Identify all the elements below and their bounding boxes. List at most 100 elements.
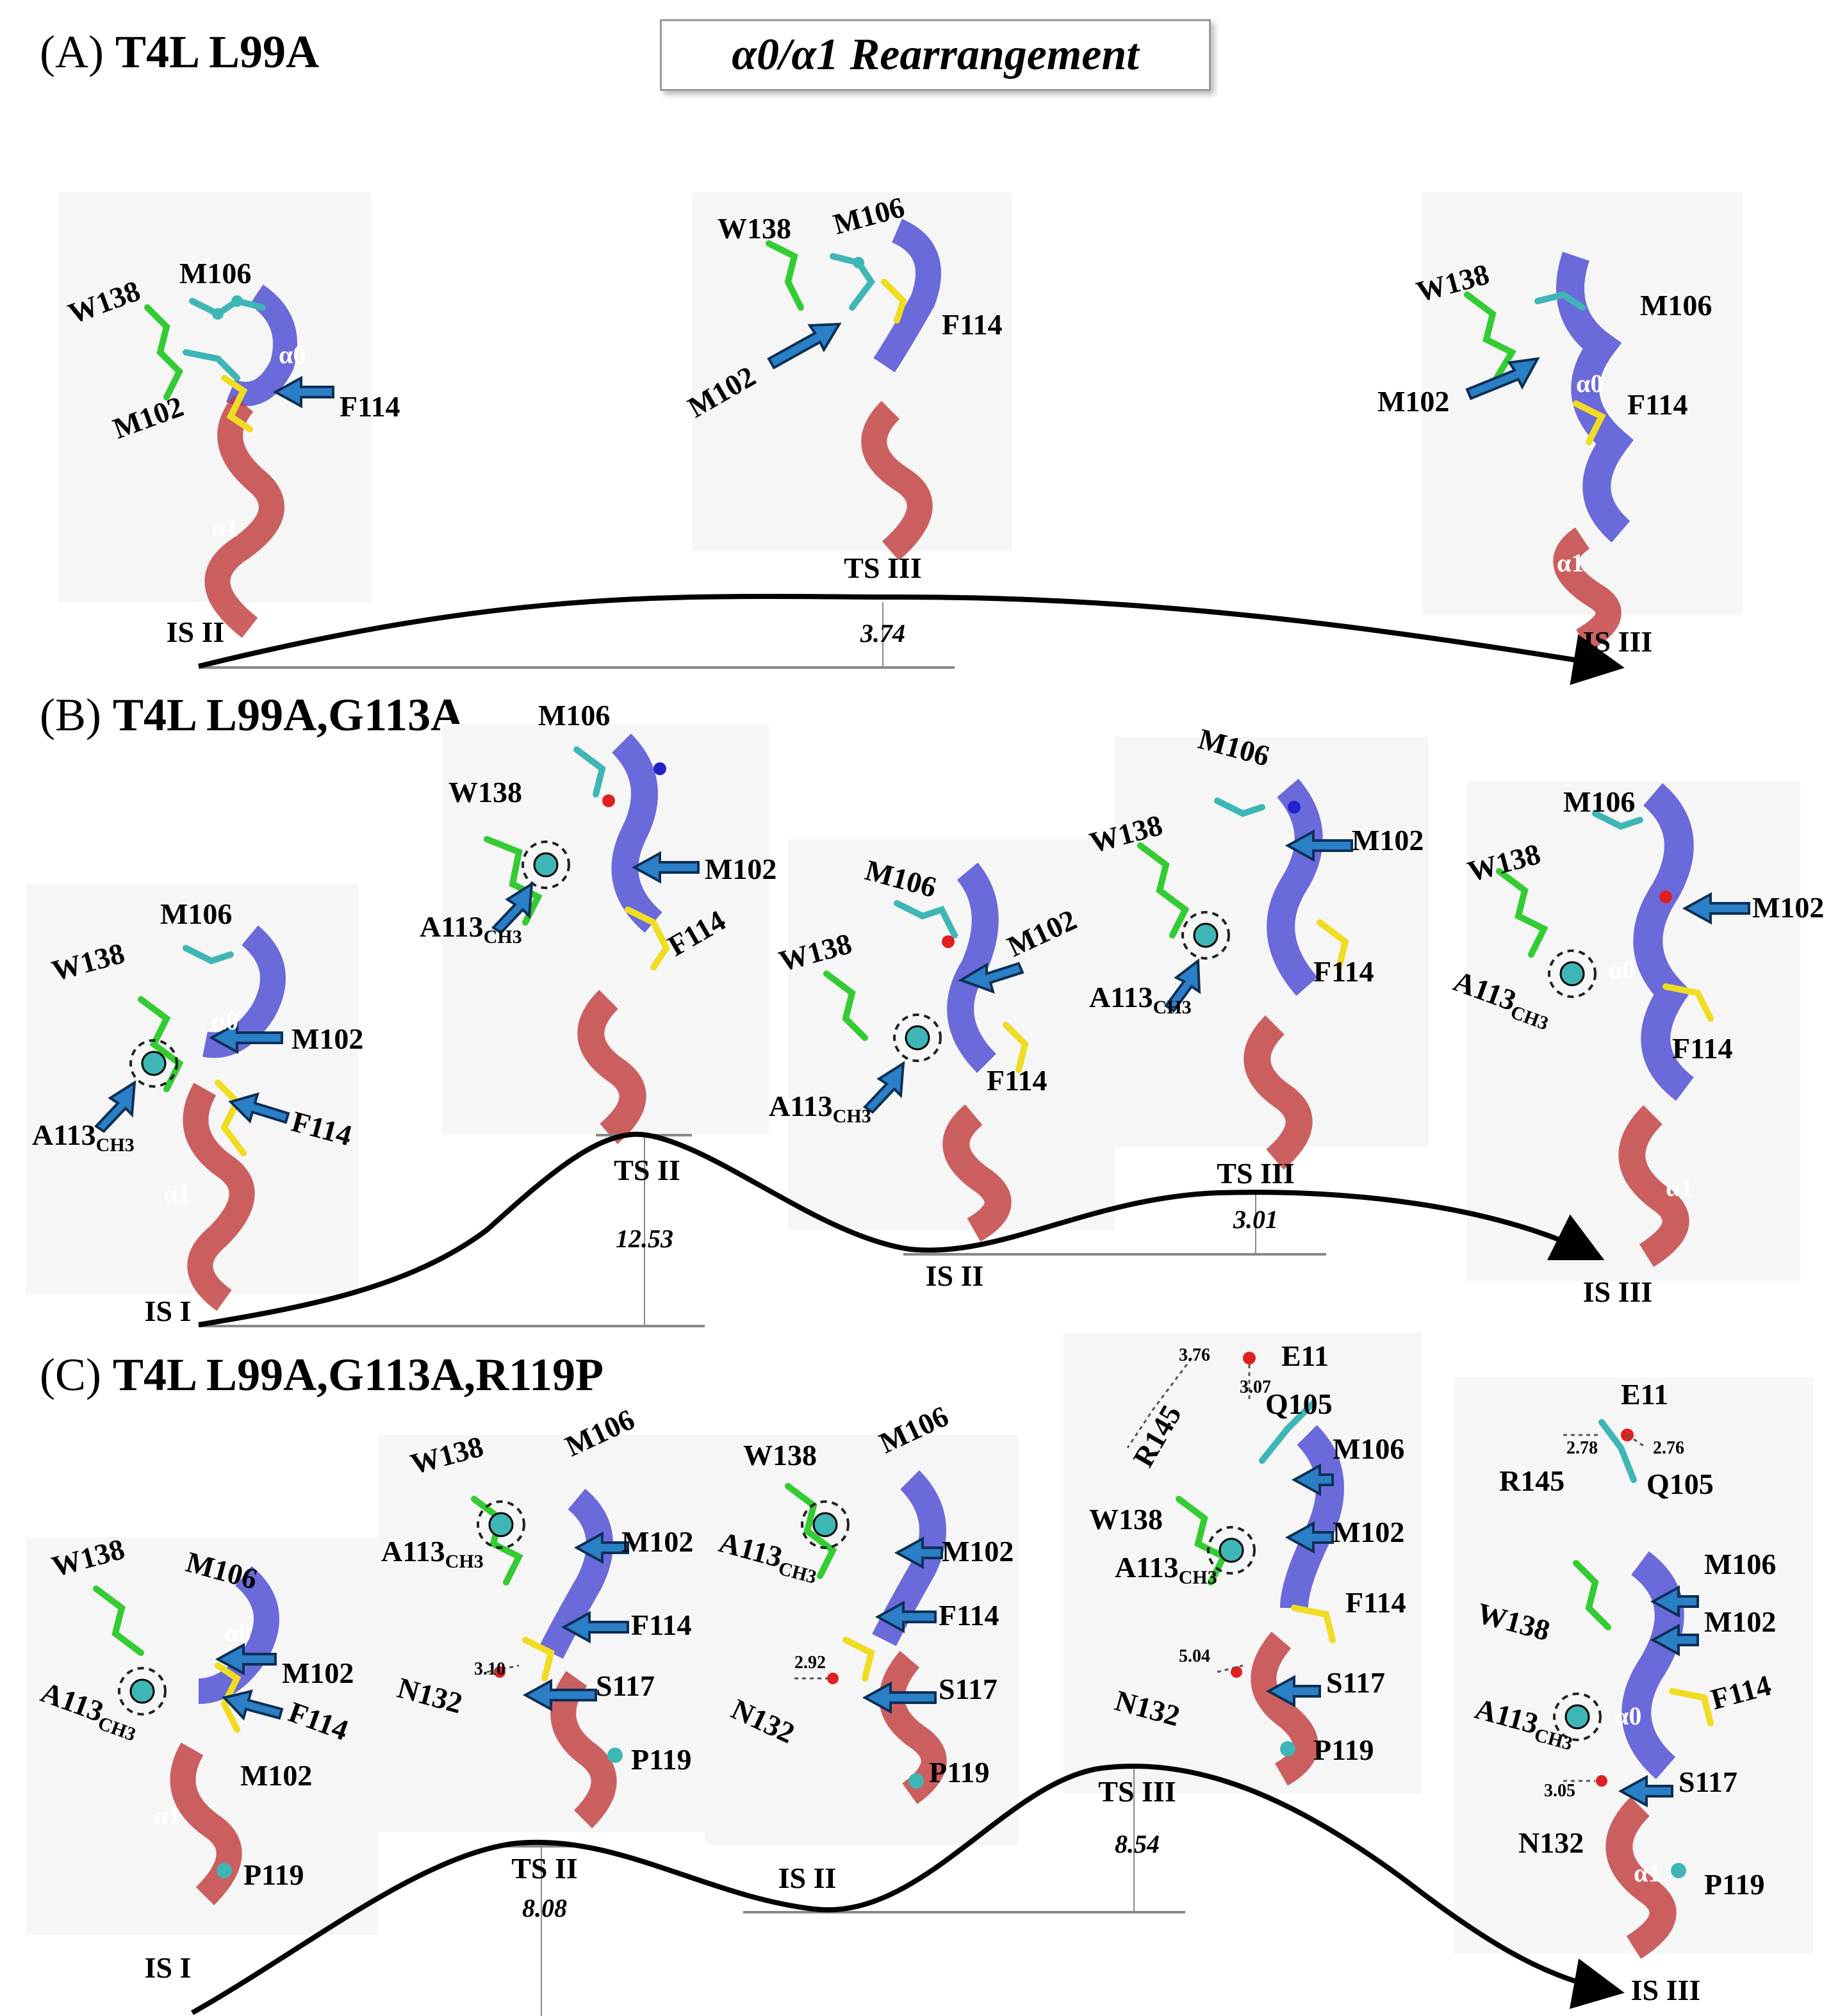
b-state-is1: IS I: [144, 1295, 192, 1327]
a-barrier-ts3: 3.74: [860, 619, 905, 648]
b-barrier-ts3: 3.01: [1233, 1205, 1278, 1234]
panel-a-name: T4L L99A: [115, 26, 320, 78]
b-is1-alpha1: α1: [163, 1179, 191, 1208]
c-ts2-dist: 3.10: [474, 1659, 505, 1679]
c-ts3-m106: M106: [1333, 1432, 1405, 1465]
b-is1-m106: M106: [160, 897, 233, 930]
rearrangement-banner: α0/α1 Rearrangement: [660, 19, 1211, 91]
c-is2-p119: P119: [929, 1756, 990, 1789]
c-is1-m102-a: M102: [282, 1657, 354, 1689]
b-ts3-m102: M102: [1352, 824, 1424, 856]
b-ts2-w138: W138: [448, 776, 522, 808]
b-is2-a113-ch3: CH3: [832, 1106, 871, 1127]
snapshot-b-is1: [26, 884, 359, 1294]
a-is2-m106: M106: [179, 257, 252, 290]
c-ts3-w138: W138: [1089, 1503, 1163, 1536]
a-ts3-f114: F114: [942, 308, 1003, 341]
b-is1-a113-ch3: CH3: [95, 1135, 135, 1156]
b-is3-alpha0: α0: [1608, 955, 1636, 984]
b-is3-f114: F114: [1672, 1032, 1733, 1065]
c-state-is2: IS II: [778, 1862, 837, 1894]
a-is3-alpha1: α1: [1557, 548, 1584, 577]
panel-a-title: (A) T4L L99A: [40, 26, 319, 79]
a-is3-alpha0: α0: [1576, 369, 1604, 398]
b-is2-a113: A113CH3: [769, 1089, 871, 1127]
b-ts2-a113: A113CH3: [420, 910, 522, 948]
a-state-ts3: TS III: [844, 552, 922, 584]
b-is1-m102: M102: [291, 1022, 364, 1055]
c-ts2-a113-num: A113: [381, 1535, 445, 1568]
panel-c-label: (C): [40, 1349, 101, 1400]
c-is2-m102: M102: [942, 1535, 1014, 1568]
b-state-is2: IS II: [925, 1259, 984, 1292]
c-is3-p119: P119: [1704, 1868, 1765, 1901]
a-is2-f114: F114: [340, 390, 400, 423]
c-ts3-p119: P119: [1313, 1733, 1374, 1766]
b-is3-m106: M106: [1563, 785, 1636, 818]
b-ts3-a113-num: A113: [1089, 981, 1153, 1013]
c-barrier-ts3: 8.54: [1115, 1830, 1160, 1858]
snapshot-b-ts3: [1115, 737, 1429, 1147]
c-is2-f114: F114: [939, 1599, 999, 1632]
c-is1-alpha1: α1: [154, 1801, 181, 1830]
b-is3-alpha1: α1: [1666, 1173, 1693, 1202]
c-ts3-q105: Q105: [1265, 1388, 1333, 1420]
c-state-is1: IS I: [144, 1951, 192, 1984]
b-ts2-m102: M102: [705, 853, 777, 885]
c-ts3-dist-c: 5.04: [1179, 1646, 1210, 1666]
c-ts3-s117: S117: [1326, 1666, 1386, 1699]
panel-b-label: (B): [40, 689, 101, 741]
c-is3-alpha0: α0: [1614, 1701, 1642, 1730]
b-state-is3: IS III: [1582, 1275, 1653, 1308]
b-ts3-a113: A113CH3: [1089, 980, 1192, 1019]
c-is3-dist-b: 2.76: [1653, 1438, 1684, 1458]
b-barrier-ts2: 12.53: [616, 1224, 673, 1253]
b-is1-a113: A113CH3: [32, 1118, 135, 1156]
c-ts3-f114: F114: [1345, 1586, 1406, 1619]
c-is3-e11: E11: [1621, 1378, 1669, 1411]
c-is3-n132: N132: [1518, 1826, 1584, 1859]
a-ts3-w138: W138: [718, 212, 791, 245]
c-state-ts3: TS III: [1098, 1775, 1176, 1808]
snapshot-a-ts3: [692, 192, 1012, 551]
c-ts3-dist-a: 3.76: [1179, 1345, 1210, 1365]
b-ts3-f114: F114: [1313, 955, 1374, 988]
c-is3-q105: Q105: [1646, 1468, 1714, 1500]
b-state-ts3: TS III: [1217, 1157, 1295, 1190]
c-is3-m102: M102: [1704, 1605, 1777, 1638]
c-barrier-ts2: 8.08: [522, 1894, 567, 1922]
c-is1-alpha0: α0: [224, 1618, 252, 1647]
panel-a-label: (A): [40, 26, 104, 78]
path-a: [198, 593, 1625, 685]
b-is1-alpha0: α0: [211, 1006, 239, 1035]
b-is3-m102: M102: [1752, 891, 1825, 924]
c-ts3-a113-num: A113: [1115, 1551, 1179, 1584]
panel-b-title: (B) T4L L99A,G113A: [40, 689, 464, 742]
c-ts2-s117: S117: [596, 1669, 655, 1702]
a-is3-m102: M102: [1377, 385, 1450, 418]
panel-c-name: T4L L99A,G113A,R119P: [112, 1349, 604, 1400]
c-is3-alpha1: α1: [1634, 1858, 1661, 1887]
panel-c-title: (C) T4L L99A,G113A,R119P: [40, 1348, 603, 1402]
b-is2-a113-num: A113: [769, 1090, 833, 1122]
c-ts2-m102: M102: [621, 1525, 694, 1558]
c-ts3-a113: A113CH3: [1115, 1550, 1217, 1589]
c-is3-r145: R145: [1499, 1464, 1565, 1497]
c-ts3-m102: M102: [1333, 1516, 1405, 1548]
c-state-is3: IS III: [1630, 1974, 1701, 2006]
c-is3-m106: M106: [1704, 1548, 1777, 1580]
c-ts2-p119: P119: [631, 1743, 692, 1776]
c-is3-dist-a: 2.78: [1566, 1438, 1598, 1458]
c-is2-dist: 2.92: [794, 1653, 826, 1673]
c-ts2-a113-ch3: CH3: [445, 1551, 484, 1573]
b-ts3-a113-ch3: CH3: [1153, 997, 1192, 1019]
c-ts2-f114: F114: [631, 1609, 692, 1641]
b-ts2-a113-num: A113: [420, 910, 484, 943]
b-ts2-a113-ch3: CH3: [483, 926, 522, 948]
c-is3-s117: S117: [1679, 1766, 1738, 1798]
a-state-is3: IS III: [1582, 625, 1653, 658]
a-is3-f114: F114: [1627, 388, 1688, 421]
banner-text: α0/α1 Rearrangement: [732, 30, 1139, 79]
a-is2-alpha1: α1: [211, 513, 239, 542]
c-ts2-a113: A113CH3: [381, 1534, 484, 1573]
